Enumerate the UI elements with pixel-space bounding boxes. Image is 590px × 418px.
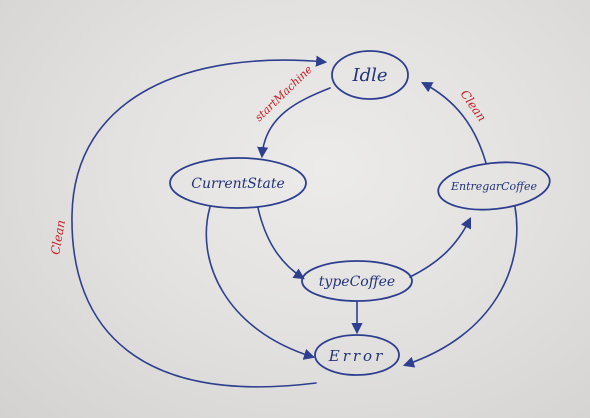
state-error-label: Error (328, 347, 386, 365)
edge-label-start-machine: startMachine (252, 63, 315, 124)
state-current-state-label: CurrentState (191, 176, 285, 192)
edge-label-clean-left: Clean (48, 219, 68, 256)
state-idle: Idle (331, 50, 409, 100)
edge-error-clean-to-idle (71, 55, 328, 388)
edge-label-clean-right: Clean (458, 87, 490, 124)
state-error: Error (314, 334, 400, 376)
state-type-coffee: typeCoffee (301, 260, 413, 302)
state-entregar-coffee-label: EntregarCoffee (450, 180, 538, 193)
edge-current-state-to-error (205, 206, 316, 360)
edge-current-state-to-type-coffee (257, 207, 305, 280)
edge-idle-to-current-state (257, 87, 331, 159)
edge-entregar-coffee-to-error (402, 206, 518, 368)
state-type-coffee-label: typeCoffee (319, 274, 395, 290)
state-current-state: CurrentState (169, 157, 307, 209)
edge-type-coffee-to-entregar-coffee (409, 216, 472, 278)
state-entregar-coffee: EntregarCoffee (437, 161, 551, 211)
state-idle-label: Idle (351, 65, 387, 86)
edge-entregar-coffee-to-idle (421, 81, 487, 164)
